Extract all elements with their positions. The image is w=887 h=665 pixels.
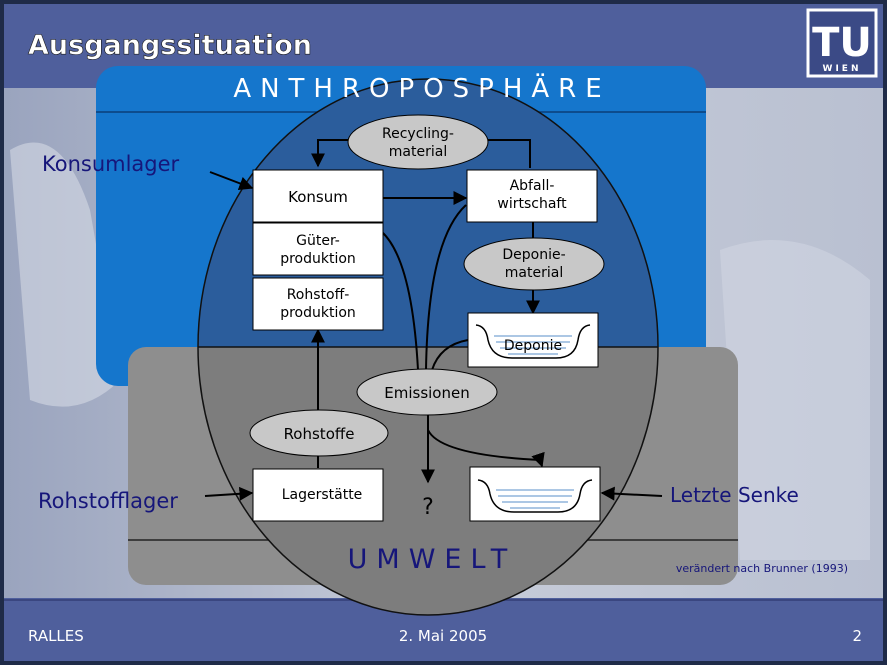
label-letzte-senke: Letzte Senke [670, 483, 799, 507]
box-letzte-senke [469, 466, 601, 522]
source-note: verändert nach Brunner (1993) [676, 562, 848, 575]
oval-deponiematerial: Deponie- material [463, 237, 605, 291]
svg-text:Rohstoffe: Rohstoffe [284, 425, 355, 443]
svg-text:material: material [505, 265, 563, 281]
anthroposphere-label: ANTHROPOSPHÄRE [233, 72, 610, 104]
box-abfallwirtschaft: Abfall- wirtschaft [466, 169, 598, 223]
label-rohstofflager: Rohstofflager [38, 489, 178, 513]
box-konsum: Konsum [252, 169, 384, 223]
svg-text:produktion: produktion [280, 305, 356, 321]
tu-wien-logo: TU WIEN [806, 8, 878, 78]
footer-date: 2. Mai 2005 [399, 627, 487, 645]
svg-text:Konsum: Konsum [288, 188, 348, 206]
svg-text:Deponie: Deponie [504, 338, 562, 354]
oval-rohstoffe: Rohstoffe [249, 409, 389, 457]
svg-text:Rohstoff-: Rohstoff- [287, 287, 350, 303]
svg-text:produktion: produktion [280, 251, 356, 267]
svg-text:Emissionen: Emissionen [384, 384, 469, 402]
footer-page-number: 2 [852, 627, 862, 645]
box-rohstoffproduktion: Rohstoff- produktion [252, 277, 384, 331]
slide-title: Ausgangssituation [28, 30, 312, 61]
oval-emissionen: Emissionen [356, 368, 498, 416]
svg-text:Deponie-: Deponie- [502, 247, 565, 263]
oval-recyclingmaterial: Recycling- material [347, 114, 489, 170]
svg-text:Güter-: Güter- [296, 233, 340, 249]
box-gueterproduktion: Güter- produktion [252, 222, 384, 276]
background-decoration [720, 240, 870, 560]
footer-author: RALLES [28, 627, 84, 645]
label-konsumlager: Konsumlager [42, 152, 180, 176]
umwelt-label: UMWELT [348, 544, 517, 575]
unknown-sink-mark: ? [422, 495, 434, 520]
svg-text:Recycling-: Recycling- [382, 126, 454, 142]
logo-subtext: WIEN [823, 64, 862, 74]
svg-text:material: material [389, 144, 447, 160]
logo-text: TU [812, 20, 872, 66]
box-lagerstaette: Lagerstätte [252, 468, 384, 522]
svg-text:Lagerstätte: Lagerstätte [282, 487, 363, 503]
svg-text:Abfall-: Abfall- [510, 178, 555, 194]
box-deponie: Deponie [467, 312, 599, 368]
svg-text:wirtschaft: wirtschaft [497, 196, 567, 212]
background-decoration [10, 142, 120, 407]
